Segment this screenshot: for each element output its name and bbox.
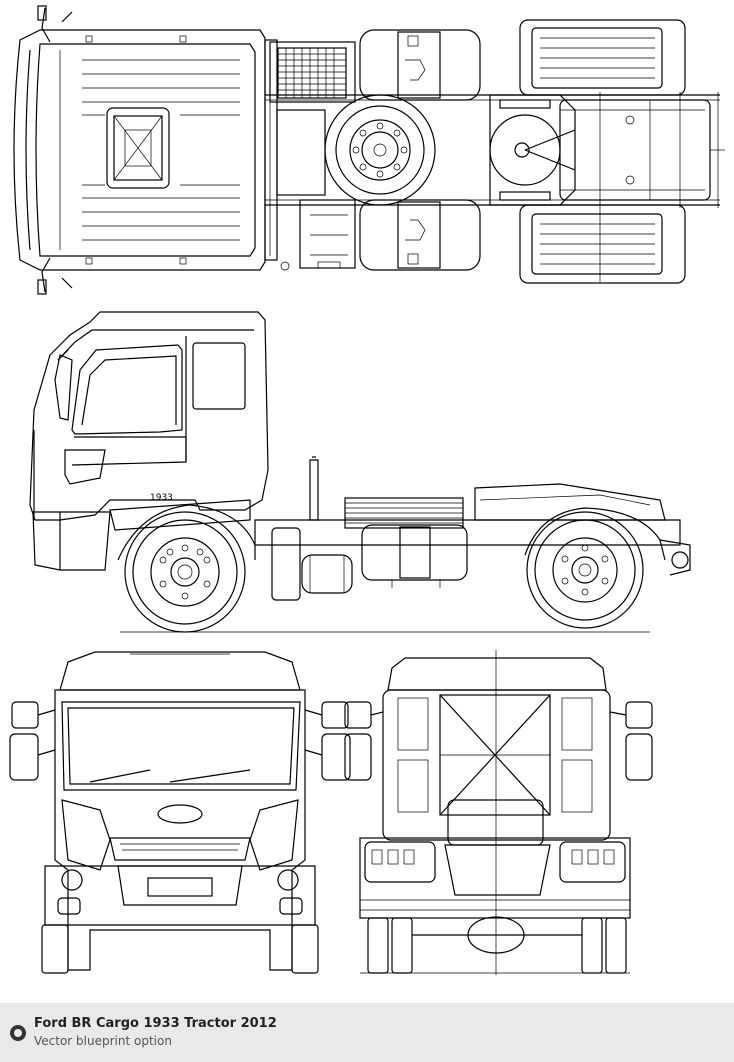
side-view: 1933 <box>29 311 691 633</box>
caption-bar: Ford BR Cargo 1933 Tractor 2012 Vector b… <box>0 1003 734 1062</box>
blueprint-title: Ford BR Cargo 1933 Tractor 2012 <box>34 1016 277 1031</box>
door-badge-text: 1933 <box>150 493 173 503</box>
rear-view <box>344 650 653 975</box>
blueprint-drawing: 1933 <box>9 5 725 975</box>
circle-bullet-icon <box>10 1025 26 1041</box>
top-view <box>13 5 725 295</box>
blueprint-subtitle: Vector blueprint option <box>34 1034 172 1048</box>
front-view <box>9 651 351 974</box>
